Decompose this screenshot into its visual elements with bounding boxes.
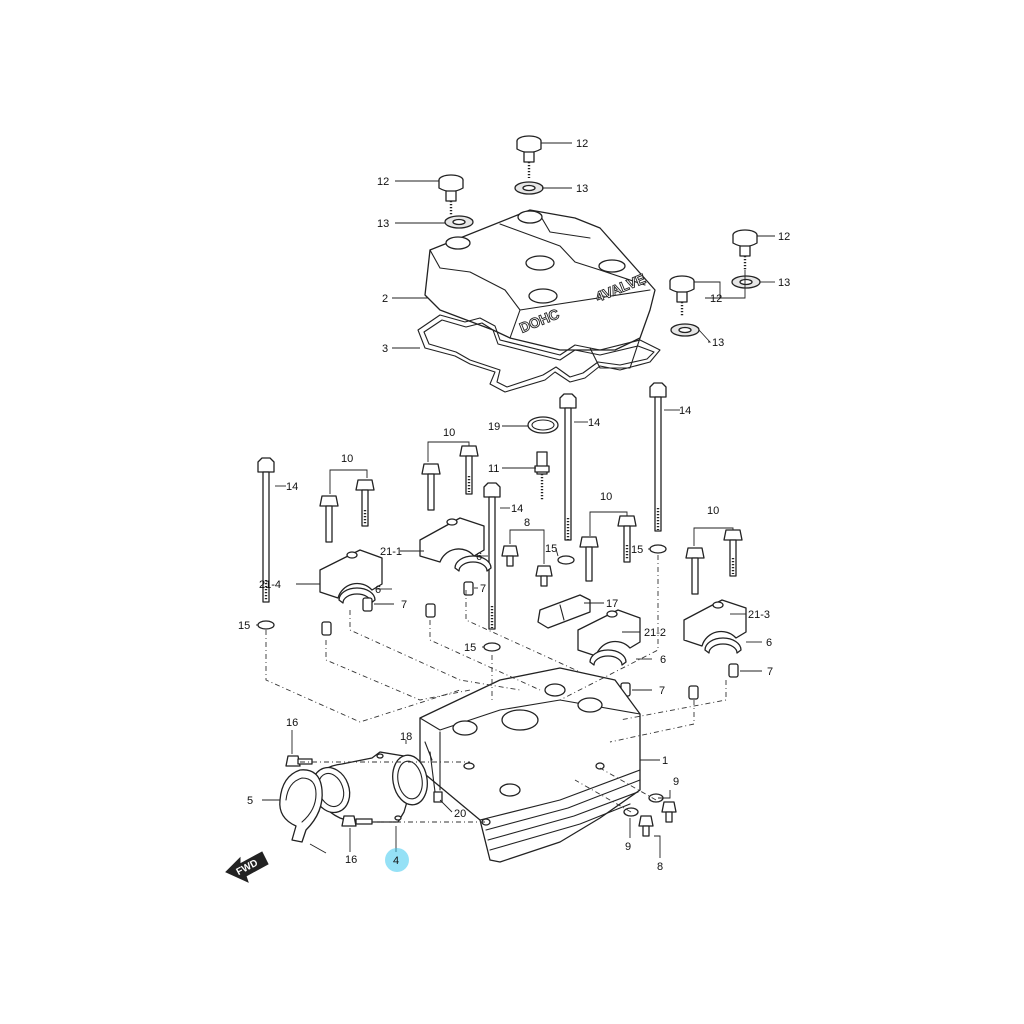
hose-clamp[interactable]	[279, 769, 327, 854]
bolt-washer-set[interactable]	[623, 793, 677, 837]
bearing-half[interactable]	[338, 555, 742, 666]
intake-screw[interactable]	[285, 755, 373, 827]
screw-20[interactable]	[433, 791, 443, 803]
callout-12[interactable]: 12	[377, 176, 389, 188]
sealing-washer[interactable]	[444, 215, 474, 229]
callout-2[interactable]: 2	[382, 293, 388, 305]
callout-labels: 12 12 13 13 12 13 12 13 2 3 19 14 14 14 …	[238, 138, 790, 873]
dowel-pin[interactable]	[321, 581, 739, 700]
callout-13[interactable]: 13	[576, 183, 588, 195]
cover-bolt[interactable]	[732, 229, 758, 270]
callout-15[interactable]: 15	[631, 544, 643, 556]
small-bolt[interactable]	[501, 545, 553, 587]
callout-8[interactable]: 8	[657, 861, 663, 873]
cam-holder-21-1[interactable]	[419, 517, 485, 563]
sealing-washer[interactable]	[670, 323, 700, 337]
callout-7[interactable]: 7	[401, 599, 407, 611]
callout-19[interactable]: 19	[488, 421, 500, 433]
forward-direction-arrow: FWD	[225, 851, 269, 883]
callout-6[interactable]: 6	[375, 584, 381, 596]
callout-8[interactable]: 8	[524, 517, 530, 529]
callout-5[interactable]: 5	[247, 795, 253, 807]
callout-21-4[interactable]: 21-4	[259, 579, 281, 591]
washer[interactable]	[257, 544, 667, 652]
o-ring[interactable]	[527, 416, 559, 434]
callout-3[interactable]: 3	[382, 343, 388, 355]
callout-4[interactable]: 4	[393, 855, 399, 867]
callout-16[interactable]: 16	[286, 717, 298, 729]
callout-6[interactable]: 6	[766, 637, 772, 649]
callout-15[interactable]: 15	[545, 543, 557, 555]
intake-gasket[interactable]	[389, 752, 431, 807]
callout-7[interactable]: 7	[767, 666, 773, 678]
callout-leaders	[256, 142, 775, 858]
callout-7[interactable]: 7	[480, 583, 486, 595]
long-bolt[interactable]	[483, 482, 501, 630]
callout-14[interactable]: 14	[286, 481, 298, 493]
callout-10[interactable]: 10	[341, 453, 353, 465]
callout-10[interactable]: 10	[707, 505, 719, 517]
callout-13[interactable]: 13	[377, 218, 389, 230]
callout-11[interactable]: 11	[488, 463, 499, 475]
cover-bolt[interactable]	[669, 275, 695, 316]
cylinder-head[interactable]	[419, 667, 641, 863]
callout-1[interactable]: 1	[662, 755, 668, 767]
callout-21-1[interactable]: 21-1	[380, 546, 402, 558]
callout-14[interactable]: 14	[588, 417, 600, 429]
cover-bolt[interactable]	[438, 174, 464, 216]
cam-holder-21-3[interactable]	[683, 599, 747, 647]
selected-part-highlight	[385, 848, 409, 872]
callout-15[interactable]: 15	[464, 642, 476, 654]
callout-12[interactable]: 12	[778, 231, 790, 243]
sealing-washer[interactable]	[514, 181, 544, 195]
cam-holder-bolt-set[interactable]	[319, 445, 743, 595]
callout-16[interactable]: 16	[345, 854, 357, 866]
spark-plug[interactable]	[534, 451, 550, 500]
callout-9[interactable]: 9	[673, 776, 679, 788]
callout-15[interactable]: 15	[238, 620, 250, 632]
long-bolt[interactable]	[257, 457, 275, 603]
cam-holder-21-2[interactable]	[577, 609, 641, 657]
valve-cover[interactable]: DOHC 4VALVE	[424, 209, 656, 369]
callout-13[interactable]: 13	[778, 277, 790, 289]
callout-21-3[interactable]: 21-3	[748, 609, 770, 621]
callout-10[interactable]: 10	[443, 427, 455, 439]
callout-12[interactable]: 12	[576, 138, 588, 150]
callout-17[interactable]: 17	[606, 598, 618, 610]
cam-holder-21-4[interactable]	[319, 549, 383, 599]
callout-12[interactable]: 12	[710, 293, 722, 305]
long-bolt[interactable]	[559, 393, 577, 541]
callout-21-2[interactable]: 21-2	[644, 627, 666, 639]
callout-9[interactable]: 9	[625, 841, 631, 853]
callout-6[interactable]: 6	[476, 551, 482, 563]
sealing-washer[interactable]	[731, 275, 761, 289]
assembly-lines	[265, 555, 727, 823]
callout-6[interactable]: 6	[660, 654, 666, 666]
valve-cover-gasket[interactable]	[417, 314, 661, 393]
callout-13[interactable]: 13	[712, 337, 724, 349]
callout-18[interactable]: 18	[400, 731, 412, 743]
callout-14[interactable]: 14	[679, 405, 691, 417]
callout-20[interactable]: 20	[454, 808, 466, 820]
callout-10[interactable]: 10	[600, 491, 612, 503]
callout-14[interactable]: 14	[511, 503, 523, 515]
callout-7[interactable]: 7	[659, 685, 665, 697]
chain-guide[interactable]	[537, 594, 591, 629]
long-bolt[interactable]	[649, 382, 667, 532]
cover-bolt[interactable]	[516, 135, 542, 178]
